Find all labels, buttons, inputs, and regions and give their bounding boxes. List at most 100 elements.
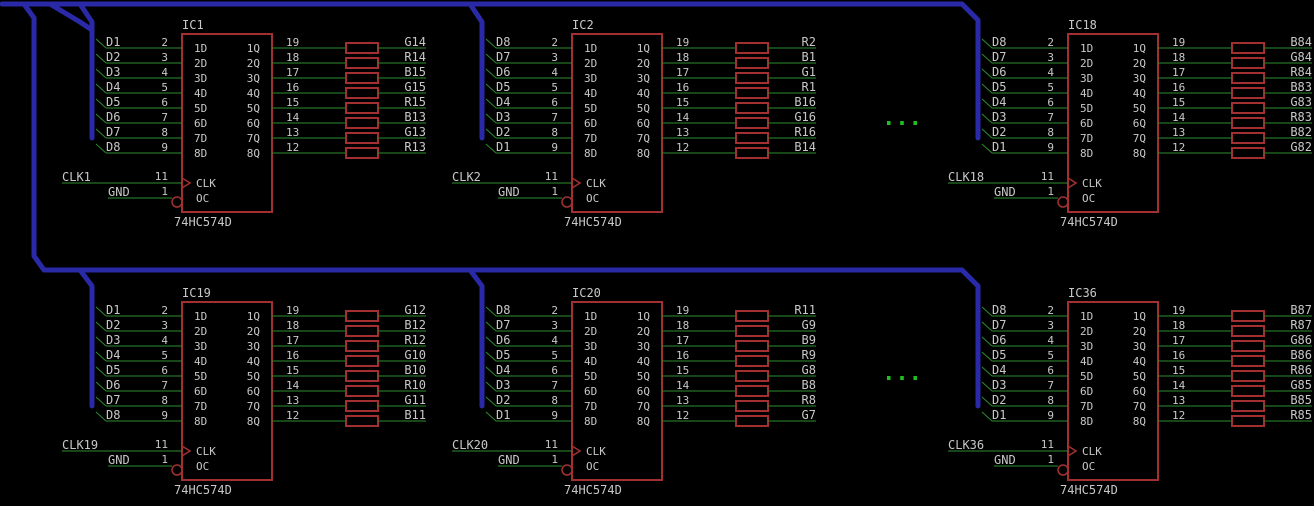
net-label: G83	[1290, 95, 1312, 109]
pin-number: 7	[1047, 111, 1054, 124]
bus-branch-ic1	[77, 1, 95, 141]
bus-entry-wire	[485, 83, 497, 94]
pin-number: 2	[161, 36, 168, 49]
resistor	[735, 325, 769, 337]
pin-label-q: 4Q	[637, 87, 650, 100]
resistor	[735, 370, 769, 382]
data-input-label: D4	[992, 95, 1006, 109]
resistor	[345, 385, 379, 397]
gnd-net-label: GND	[994, 453, 1016, 467]
pin-label-clk: CLK	[586, 177, 606, 190]
pin-label-d: 4D	[584, 87, 597, 100]
net-label: G86	[1290, 333, 1312, 347]
pin-label-d: 1D	[584, 310, 597, 323]
pin-number: 17	[286, 66, 299, 79]
pin-number: 8	[1047, 394, 1054, 407]
pin-number: 6	[1047, 96, 1054, 109]
data-input-label: D6	[992, 333, 1006, 347]
pin-number: 16	[286, 81, 299, 94]
pin-number: 1	[551, 185, 558, 198]
pin-number: 11	[1041, 438, 1054, 451]
data-input-label: D8	[496, 303, 510, 317]
pin-label-q: 2Q	[247, 57, 260, 70]
bus-entry-wire	[485, 143, 497, 154]
net-label: B11	[404, 408, 426, 422]
pin-number: 4	[161, 66, 168, 79]
net-label: R83	[1290, 110, 1312, 124]
pin-label-d: 5D	[194, 102, 207, 115]
data-input-label: D1	[106, 303, 120, 317]
pin-label-clk: CLK	[196, 445, 216, 458]
resistor	[345, 325, 379, 337]
bus-entry-wire	[981, 98, 993, 109]
bus-entry-wire	[981, 321, 993, 332]
pin-number: 13	[1172, 394, 1185, 407]
pin-number: 17	[676, 334, 689, 347]
pin-label-d: 8D	[584, 415, 597, 428]
bus-entry-wire	[981, 366, 993, 377]
data-input-label: D7	[106, 393, 120, 407]
net-label: R84	[1290, 65, 1312, 79]
pin-label-q: 5Q	[1133, 102, 1146, 115]
pin-label-q: 8Q	[637, 415, 650, 428]
pin-number: 1	[161, 185, 168, 198]
pin-label-d: 7D	[1080, 400, 1093, 413]
resistor	[1231, 147, 1265, 159]
pin-number: 12	[1172, 141, 1185, 154]
bus-entry-wire	[95, 113, 107, 124]
net-label: R16	[794, 125, 816, 139]
pin-number: 15	[1172, 364, 1185, 377]
pin-label-q: 7Q	[637, 132, 650, 145]
bus-entry-wire	[95, 336, 107, 347]
data-input-label: D8	[496, 35, 510, 49]
bus-main	[21, 1, 981, 409]
pin-label-d: 3D	[584, 72, 597, 85]
pin-label-q: 1Q	[1133, 42, 1146, 55]
clk-net-label: CLK19	[62, 438, 98, 452]
bus-entry-wire	[485, 411, 497, 422]
data-input-label: D5	[106, 363, 120, 377]
bus-entry-wire	[95, 143, 107, 154]
pin-label-q: 4Q	[637, 355, 650, 368]
ellipsis-text: ...	[882, 361, 922, 386]
pin-number: 15	[286, 364, 299, 377]
pin-number: 4	[551, 66, 558, 79]
pin-label-q: 6Q	[1133, 385, 1146, 398]
net-label: R86	[1290, 363, 1312, 377]
pin-number: 19	[1172, 304, 1185, 317]
pin-number: 11	[545, 170, 558, 183]
pin-label-d: 8D	[194, 415, 207, 428]
bus-entry-wire	[485, 381, 497, 392]
pin-label-d: 8D	[1080, 415, 1093, 428]
bus-entry-wire	[981, 336, 993, 347]
pin-number: 17	[1172, 66, 1185, 79]
data-input-label: D6	[496, 65, 510, 79]
net-label: G82	[1290, 140, 1312, 154]
pin-label-q: 2Q	[247, 325, 260, 338]
pin-label-q: 1Q	[1133, 310, 1146, 323]
bus-entry-wire	[95, 381, 107, 392]
pin-number: 15	[676, 364, 689, 377]
pin-number: 6	[551, 96, 558, 109]
pin-number: 19	[286, 304, 299, 317]
pin-label-q: 5Q	[637, 102, 650, 115]
resistor	[1231, 415, 1265, 427]
pin-number: 3	[161, 319, 168, 332]
clk-triangle	[181, 177, 192, 189]
net-label: B13	[404, 110, 426, 124]
pin-number: 5	[161, 81, 168, 94]
bus-entry-wire	[981, 128, 993, 139]
resistor	[345, 87, 379, 99]
pin-number: 18	[1172, 51, 1185, 64]
chip-name: IC19	[182, 286, 211, 300]
data-input-label: D2	[106, 50, 120, 64]
data-input-label: D4	[106, 80, 120, 94]
resistor	[1231, 87, 1265, 99]
clk-triangle	[571, 177, 582, 189]
resistor	[345, 42, 379, 54]
resistor	[1231, 385, 1265, 397]
pin-number: 12	[676, 409, 689, 422]
pin-number: 14	[1172, 379, 1186, 392]
